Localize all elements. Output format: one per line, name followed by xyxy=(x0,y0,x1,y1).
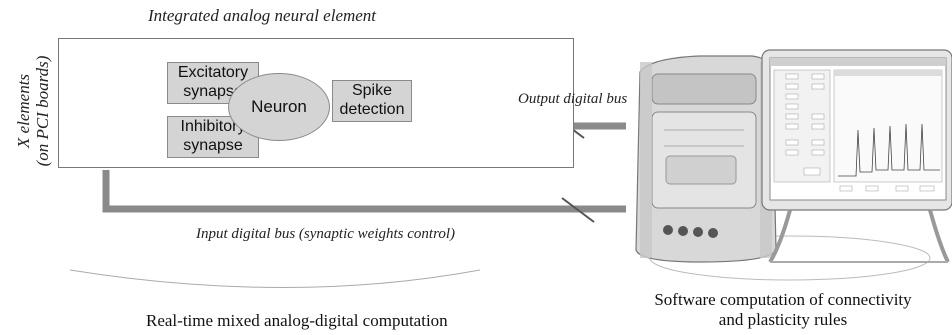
excitatory-label-line1: Excitatory xyxy=(177,64,249,81)
excitatory-label-line2: synapse xyxy=(183,83,243,100)
side-label-line2: (on PCI boards) xyxy=(33,55,52,167)
bottom-right-caption: Software computation of connectivity and… xyxy=(608,290,952,330)
neuron-block: Neuron xyxy=(228,73,330,141)
bottom-right-caption-line1: Software computation of connectivity xyxy=(654,290,912,309)
bottom-left-caption: Real-time mixed analog-digital computati… xyxy=(146,311,448,330)
monitor-icon xyxy=(761,49,952,264)
computer-tower-icon xyxy=(635,55,777,263)
spike-label-line1: Spike xyxy=(351,82,393,99)
diagram-title: Integrated analog neural element xyxy=(148,6,377,25)
input-bus-label: Input digital bus (synaptic weights cont… xyxy=(196,226,456,242)
input-digital-bus xyxy=(102,170,626,213)
spike-label-line2: detection xyxy=(339,101,405,118)
side-label: X elements (on PCI boards) xyxy=(14,16,52,206)
inhibitory-label-line1: Inhibitory xyxy=(180,118,246,135)
bottom-right-caption-line2: and plasticity rules xyxy=(718,310,848,329)
inhibitory-label-line2: synapse xyxy=(183,137,243,154)
left-floor-ellipse xyxy=(69,269,481,288)
input-bus-slash xyxy=(561,197,595,223)
spike-detection-block: Spike detection xyxy=(332,80,412,122)
neuron-label: Neuron xyxy=(251,97,307,116)
side-label-line1: X elements xyxy=(14,73,33,149)
output-bus-label: Output digital bus xyxy=(518,91,628,107)
